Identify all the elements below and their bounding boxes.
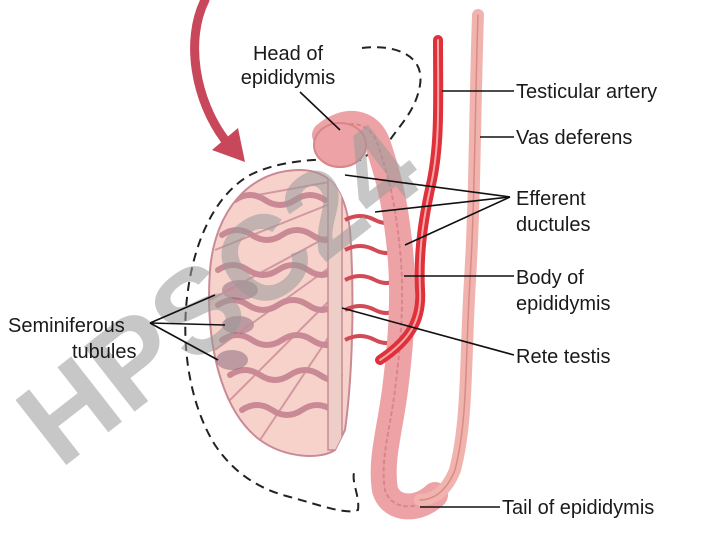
label-testicular-artery: Testicular artery — [516, 81, 657, 103]
label-tail-of-epididymis: Tail of epididymis — [502, 497, 654, 519]
leader-lines — [149, 90, 515, 508]
label-head-of-epididymis-2: epididymis — [241, 67, 335, 89]
label-vas-deferens: Vas deferens — [516, 127, 632, 149]
label-seminiferous-tubules-2: tubules — [72, 341, 137, 363]
label-efferent-ductules-2: ductules — [516, 214, 591, 236]
label-rete-testis: Rete testis — [516, 346, 610, 368]
label-head-of-epididymis-1: Head of — [253, 43, 323, 65]
label-efferent-ductules-1: Efferent — [516, 188, 586, 210]
vas-deferens — [414, 9, 484, 506]
testis — [208, 168, 354, 457]
label-body-of-epididymis-1: Body of — [516, 267, 584, 289]
testicular-artery — [375, 35, 444, 365]
tunica-vaginalis-outline — [184, 46, 422, 513]
label-body-of-epididymis-2: epididymis — [516, 293, 610, 315]
label-seminiferous-tubules-1: Seminiferous — [8, 315, 125, 337]
seminiferous-tubules-shape — [209, 170, 343, 451]
direction-arrow — [190, 0, 245, 162]
